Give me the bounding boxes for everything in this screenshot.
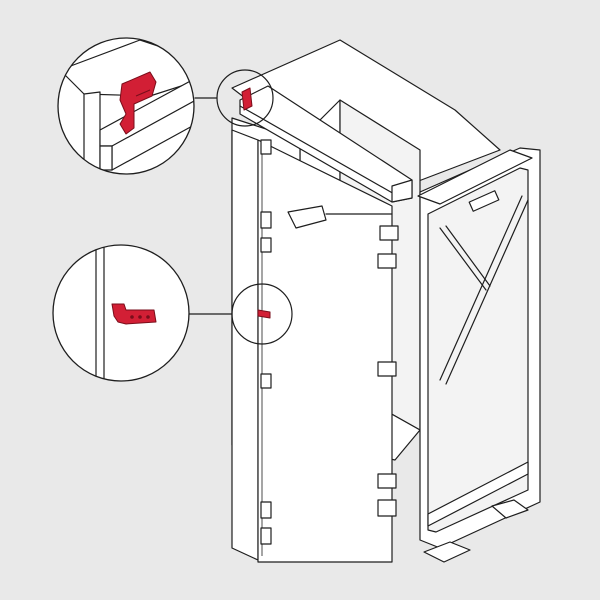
detail-hinge-hole-2 [138, 315, 142, 319]
appliance-foot-right [491, 499, 529, 519]
detail-hinge-hole-3 [146, 315, 150, 319]
detail-circle-top-border [57, 37, 195, 175]
right-hinge-4 [377, 473, 397, 489]
door-slot-3 [260, 237, 272, 253]
cabinet-left-edge [231, 129, 259, 561]
appliance-foot-left [423, 541, 471, 563]
side-hinge-detail [52, 244, 190, 382]
door-slot-5 [260, 501, 272, 519]
door-panel [257, 139, 399, 563]
right-hinge-1 [379, 225, 399, 241]
detail-hinge-hole-1 [130, 315, 134, 319]
side-hinge-marker [257, 309, 271, 319]
brace-4 [445, 199, 529, 385]
detail-rail-front [99, 145, 113, 171]
brace-1 [439, 227, 487, 291]
appliance-inner [427, 167, 529, 533]
appliance-frame [417, 147, 541, 563]
door-slot-1 [260, 139, 272, 155]
door-slot-2 [260, 211, 272, 229]
appliance-lower-rail [427, 461, 529, 527]
detail-bracket-fold [135, 89, 151, 97]
door-slot-4 [260, 373, 272, 389]
cabinet-top-bracket-icon [59, 39, 194, 174]
right-hinge-3 [377, 361, 397, 377]
door-top-bracket [287, 205, 327, 229]
detail-red-bracket [119, 71, 157, 135]
brace-3 [439, 195, 523, 381]
detail-side-wall [83, 91, 101, 174]
right-hinge-5 [377, 499, 397, 517]
detail-rail-bottom [111, 123, 194, 171]
top-bracket-detail [57, 37, 195, 175]
top-rail-end [391, 179, 413, 203]
right-hinge-group-mid [377, 361, 397, 377]
side-hinge-clip-icon [95, 245, 157, 381]
appliance-top-latch [468, 190, 500, 212]
top-rail-edge [239, 105, 397, 196]
detail-red-hinge [111, 303, 157, 325]
top-bracket-marker [241, 87, 253, 111]
door-slot-6 [260, 527, 272, 545]
right-hinge-group-bottom [377, 473, 397, 517]
right-hinge-group-top [377, 225, 399, 269]
brace-2 [445, 225, 491, 287]
door-face [257, 139, 393, 563]
right-hinge-2 [377, 253, 397, 269]
detail-circle-side-border [52, 244, 190, 382]
appliance-top-rail [417, 149, 533, 205]
